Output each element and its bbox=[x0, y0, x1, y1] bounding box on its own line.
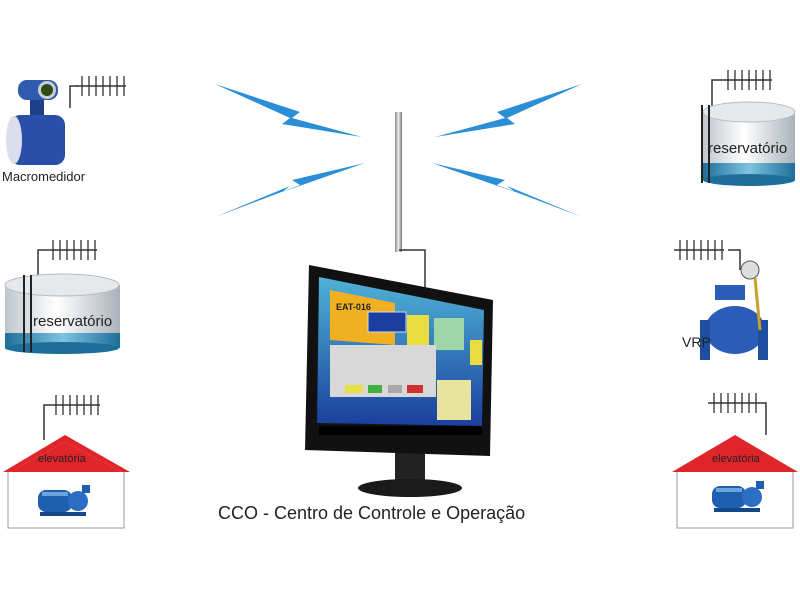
node-macromedidor: Macromedidor bbox=[2, 75, 127, 184]
node-label: Macromedidor bbox=[2, 169, 86, 184]
signal-bolt-icon bbox=[215, 84, 362, 137]
node-elevatoria-right: elevatória bbox=[672, 392, 798, 529]
node-label: elevatória bbox=[38, 453, 87, 465]
signal-bolt-icon bbox=[432, 163, 582, 217]
signal-bolt-icon bbox=[435, 84, 582, 137]
signal-bolt-icon bbox=[215, 163, 365, 217]
screen-station-title: EAT-016 bbox=[336, 302, 371, 312]
node-label: elevatória bbox=[712, 453, 761, 465]
node-vrp: VRP bbox=[673, 239, 768, 360]
radio-signal-icons bbox=[215, 84, 582, 217]
central-antenna-mast bbox=[395, 112, 426, 302]
diagram-caption: CCO - Centro de Controle e Operação bbox=[218, 503, 525, 523]
node-reservatorio-right: reservatório bbox=[701, 69, 796, 186]
cco-monitor: EAT-016 bbox=[305, 265, 493, 497]
node-label: reservatório bbox=[708, 140, 787, 157]
node-reservatorio-left: reservatório bbox=[4, 239, 120, 354]
node-label: reservatório bbox=[33, 313, 112, 330]
node-elevatoria-left: elevatória bbox=[3, 394, 130, 529]
node-label: VRP bbox=[682, 334, 711, 350]
